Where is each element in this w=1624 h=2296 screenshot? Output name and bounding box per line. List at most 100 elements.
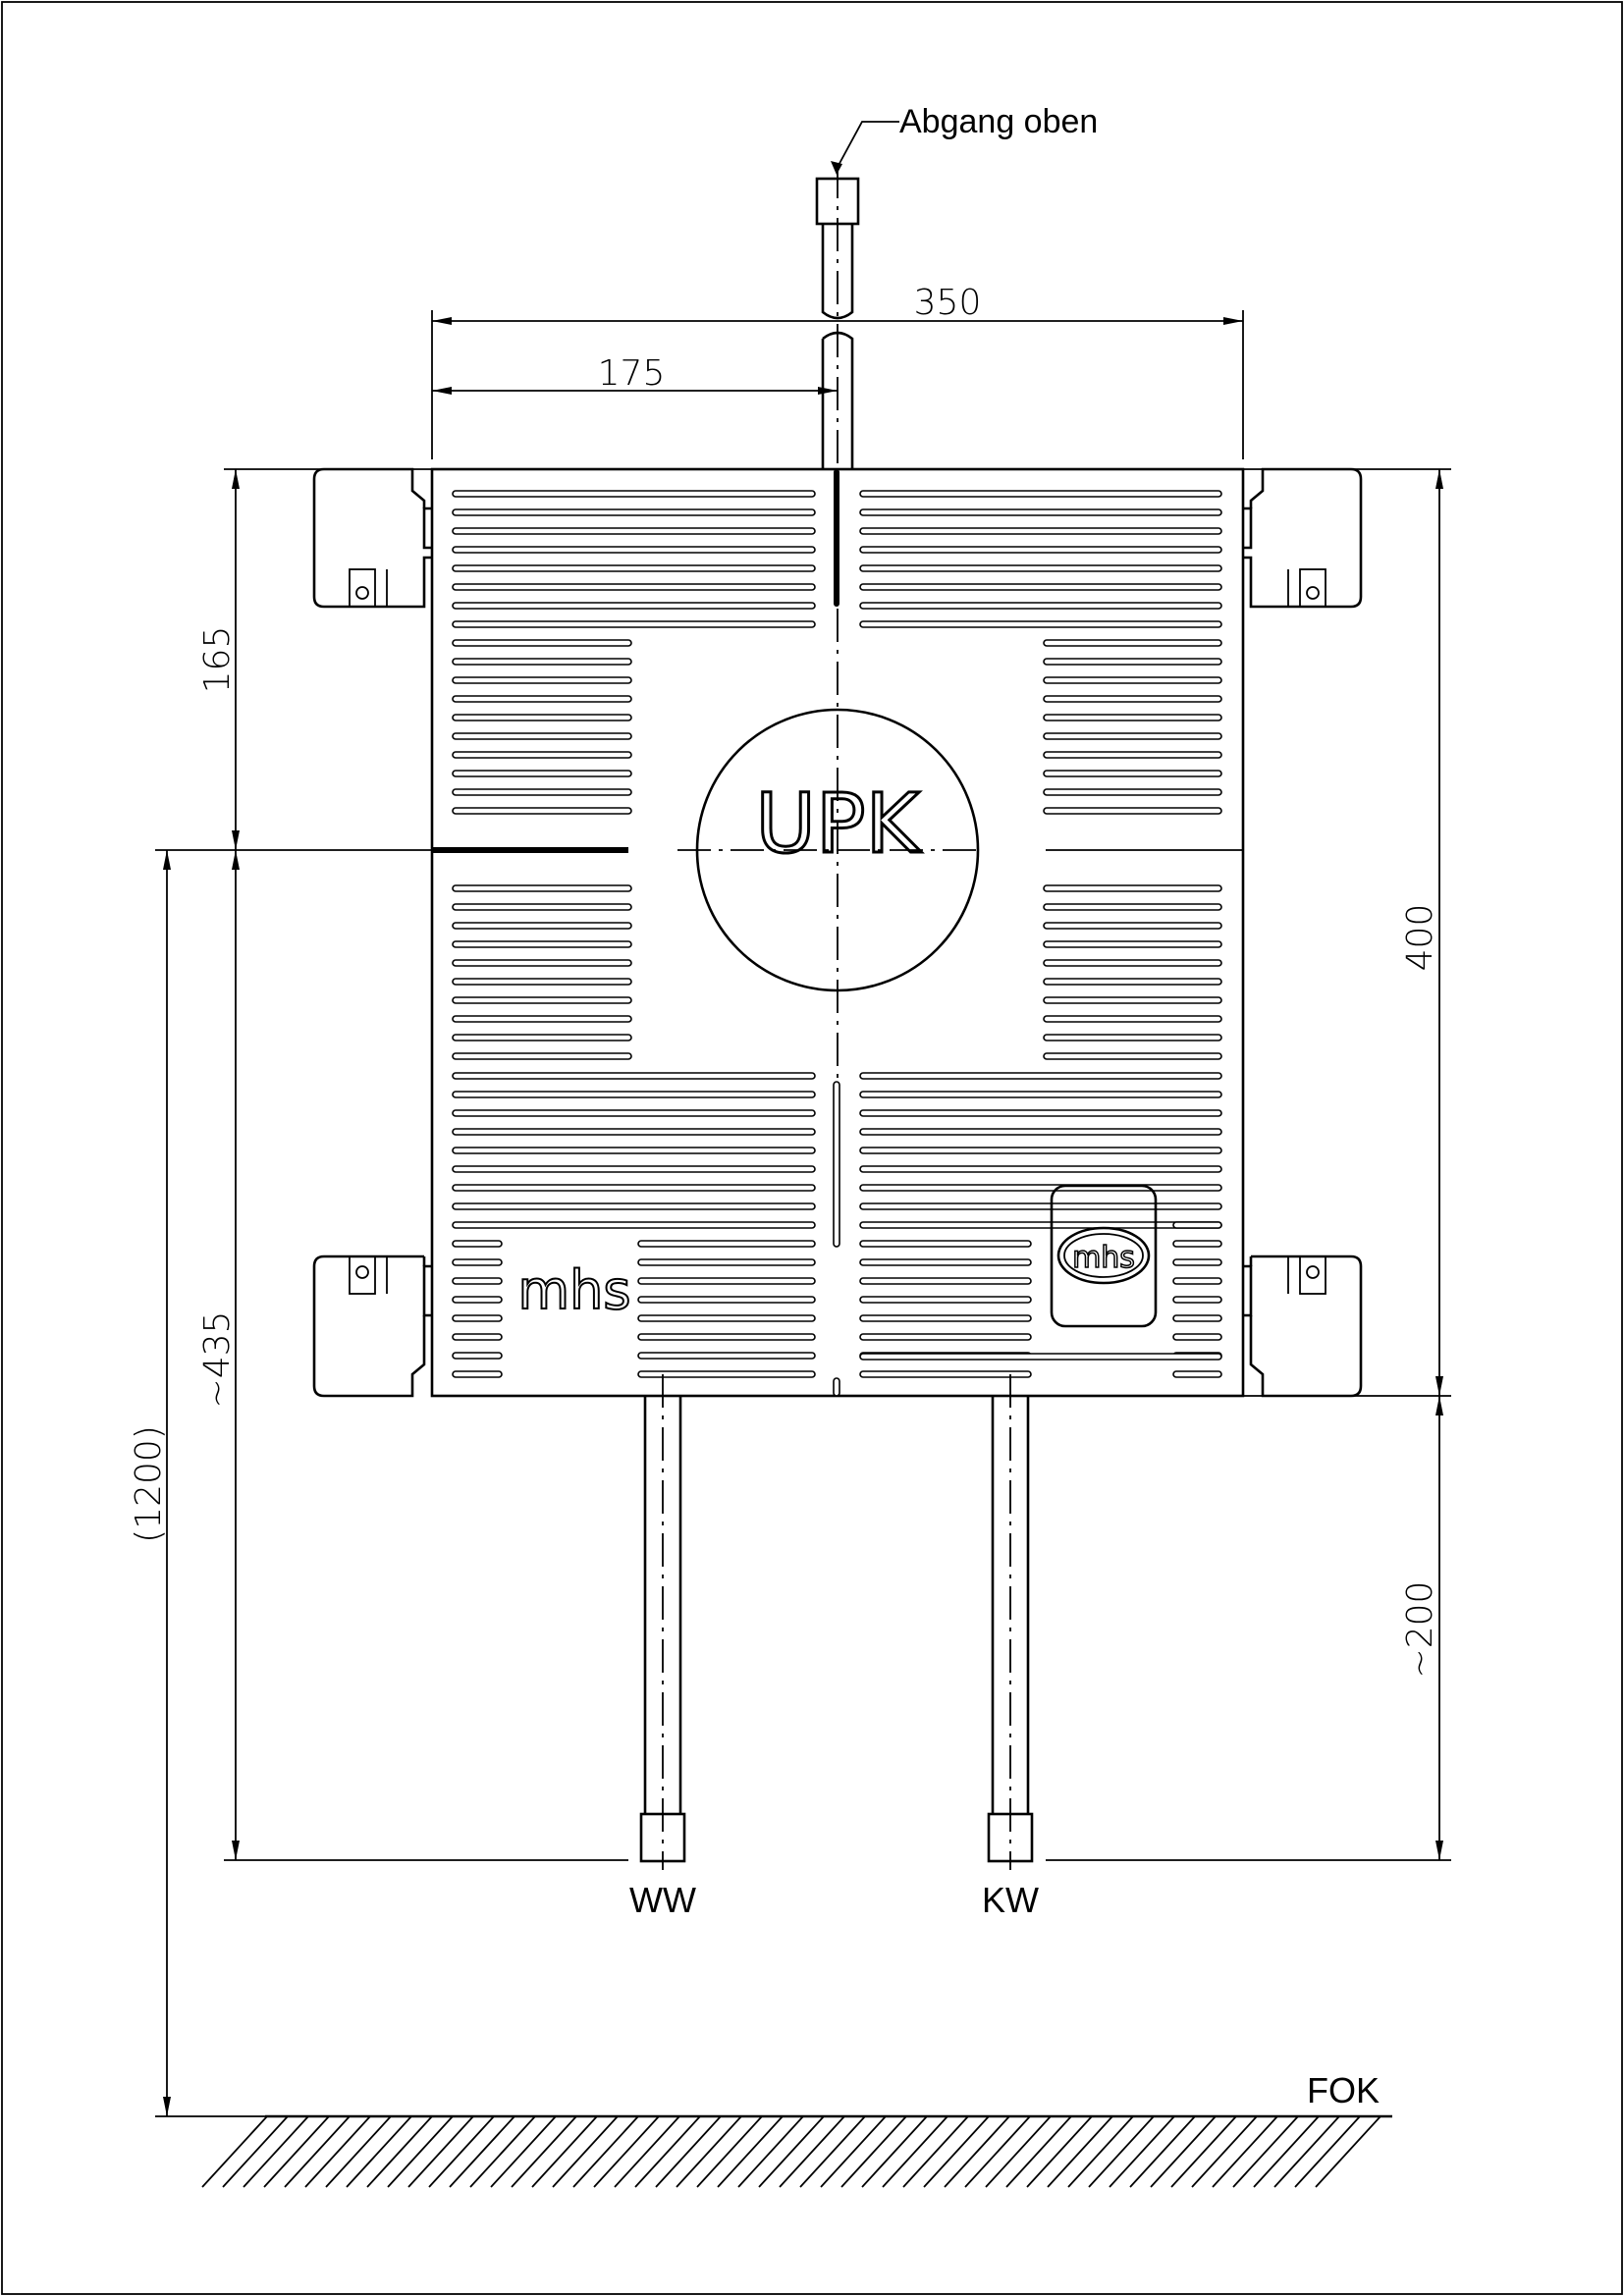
floor-hatch-line [263, 2115, 330, 2188]
floor-hatch-line [201, 2115, 268, 2188]
floor-hatch-line [1273, 2115, 1340, 2188]
vent-slot [1043, 658, 1222, 666]
vent-slot [452, 732, 632, 740]
vent-slot [1043, 714, 1222, 721]
floor-hatch-line [799, 2115, 866, 2188]
vent-slot [452, 527, 816, 535]
floor-hatch-line [1150, 2115, 1217, 2188]
floor-hatch-line [882, 2115, 948, 2188]
floor-hatch-line [1232, 2115, 1299, 2188]
vent-slot [1043, 695, 1222, 703]
floor-hatch-line [346, 2115, 412, 2188]
pipe-hot-water [639, 1374, 686, 1870]
floor-hatch-line [511, 2115, 577, 2188]
floor-hatch-line [655, 2115, 722, 2188]
vent-slot [452, 1333, 503, 1341]
bracket-bottom-left [312, 1255, 432, 1398]
vent-slot [452, 996, 632, 1004]
vent-slot [452, 546, 816, 554]
floor-hatch-line [1047, 2115, 1113, 2188]
floor-hatch-line [614, 2115, 680, 2188]
vent-slot [859, 1072, 1222, 1080]
floor-hatch-line [1191, 2115, 1258, 2188]
vent-slot [452, 1221, 816, 1229]
bracket-top-left [312, 467, 432, 609]
vent-slot [637, 1314, 816, 1322]
dimension-1200-label: (1200) [129, 1425, 169, 1543]
floor-hatch-line [985, 2115, 1052, 2188]
vent-slot [1043, 770, 1222, 777]
vent-slot [859, 1333, 1032, 1341]
hot-water-label: WW [629, 1880, 696, 1920]
vent-slot [452, 903, 632, 911]
vent-slot [859, 1258, 1032, 1266]
vent-slot [859, 1202, 1222, 1210]
mhs-badge: mhs [1050, 1184, 1158, 1328]
vent-slot [859, 1277, 1032, 1285]
vent-slot [859, 527, 1222, 535]
vent-slot [452, 978, 632, 986]
floor-hatch-line [820, 2115, 887, 2188]
floor-hatch-line [1088, 2115, 1155, 2188]
vent-slot [637, 1240, 816, 1248]
vent-slot [452, 1147, 816, 1154]
floor-hatch-line [428, 2115, 495, 2188]
vent-slot [452, 751, 632, 759]
vent-slot [452, 620, 816, 628]
floor-hatch-line [779, 2115, 845, 2188]
bracket-bottom-right [1243, 1255, 1363, 1398]
floor-hatch-line [840, 2115, 907, 2188]
vent-slot [1043, 732, 1222, 740]
floor-hatch-line [717, 2115, 784, 2188]
vent-slot [452, 676, 632, 684]
vent-slot [452, 639, 632, 647]
vent-slot [452, 1034, 632, 1041]
vent-slot [452, 1352, 503, 1360]
floor-hatch-line [923, 2115, 990, 2188]
floor-hatch-line [634, 2115, 701, 2188]
bracket-top-right [1243, 467, 1363, 609]
vent-slot [1172, 1296, 1222, 1304]
vent-slot [859, 620, 1222, 628]
vent-slot [452, 1165, 816, 1173]
floor-hatch-line [243, 2115, 309, 2188]
vent-slot [859, 1147, 1222, 1154]
vent-slot [859, 1109, 1222, 1117]
mhs-badge-label: mhs [1072, 1241, 1135, 1275]
vent-slot [1043, 751, 1222, 759]
vent-slot [859, 1314, 1032, 1322]
floor-hatch-line [1294, 2115, 1361, 2188]
vent-slot [859, 1240, 1032, 1248]
vent-slot [859, 1184, 1222, 1192]
vent-slot [452, 1015, 632, 1023]
vent-slot [637, 1277, 816, 1285]
vent-slot [859, 602, 1222, 610]
vent-slot [1172, 1240, 1222, 1248]
vent-slot [859, 1221, 1222, 1229]
vent-slot [859, 1370, 1032, 1378]
floor-hatch-line [944, 2115, 1010, 2188]
cold-water-label: KW [982, 1880, 1039, 1920]
center-dividers [432, 469, 1243, 1397]
vent-slot [452, 940, 632, 948]
vent-slot [859, 1091, 1222, 1098]
vent-slot [1043, 639, 1222, 647]
floor-hatch-line [407, 2115, 474, 2188]
vent-slot [1043, 676, 1222, 684]
floor-hatch-line [284, 2115, 351, 2188]
dimension-435-label: ~435 [197, 1311, 238, 1409]
floor-hatch-line [490, 2115, 557, 2188]
floor-hatch-line [1170, 2115, 1237, 2188]
vent-slot [452, 788, 632, 796]
floor-hatch-line [304, 2115, 371, 2188]
floor-hatch-line [1067, 2115, 1134, 2188]
vent-slot [452, 1240, 503, 1248]
floor-hatch-line [696, 2115, 763, 2188]
floor-hatch-line [469, 2115, 536, 2188]
vent-slot [1043, 1015, 1222, 1023]
floor-hatch-line [449, 2115, 515, 2188]
vent-slot [1172, 1314, 1222, 1322]
floor-hatch-line [593, 2115, 660, 2188]
vent-slot [452, 884, 632, 892]
